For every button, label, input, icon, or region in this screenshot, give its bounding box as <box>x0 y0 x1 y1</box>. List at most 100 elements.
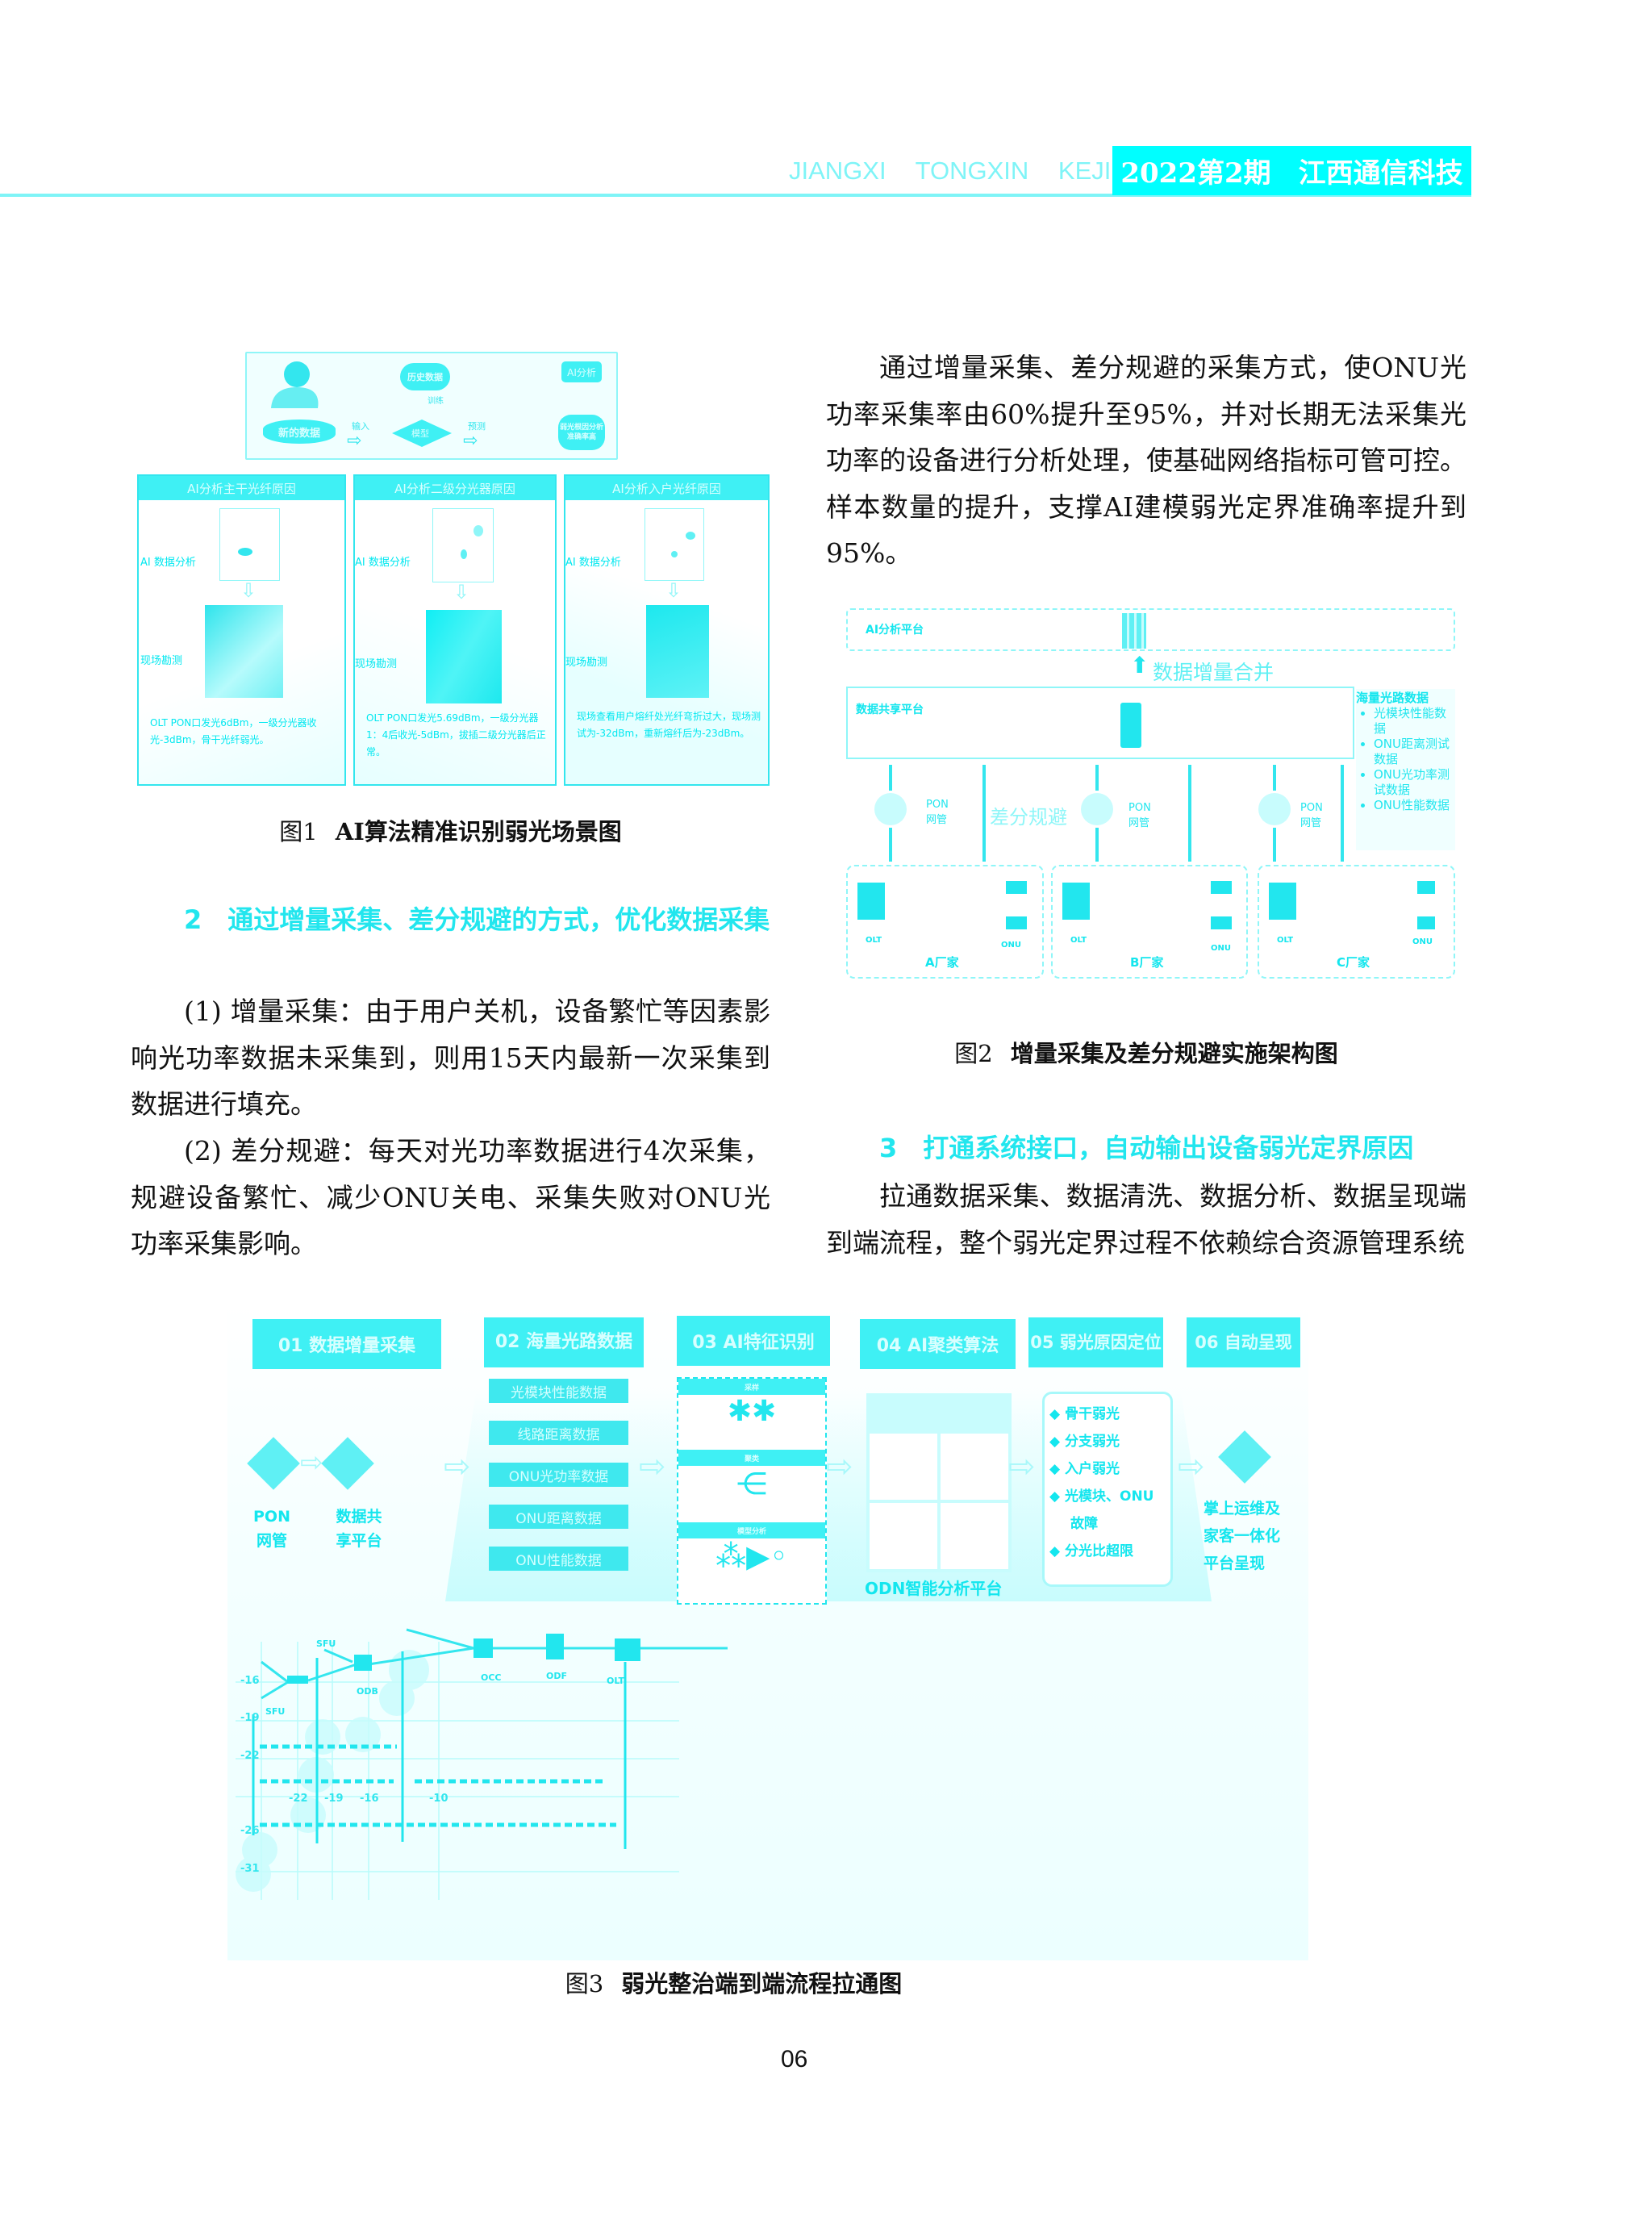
vendor-box: OLT ONU A厂家 <box>846 865 1044 979</box>
tree-icon: ⋲ <box>736 1466 767 1501</box>
down-arrow-icon: ⇩ <box>240 579 257 602</box>
vendor-label: C厂家 <box>1337 955 1370 970</box>
cause-item: ◆ 分光比超限 <box>1049 1543 1133 1559</box>
analysis-label: AI 数据分析 <box>355 557 411 569</box>
olt-icon <box>1062 883 1090 920</box>
output-label: 掌上运维及家客一体化平台呈现 <box>1204 1500 1281 1572</box>
pon-nm-label: PON网管 <box>1128 802 1151 829</box>
panel-note: OLT PON口发光5.69dBm，一级分光器1：4后收光-5dBm，拔插二级分… <box>366 712 546 758</box>
list-item: ONU光功率测试数据 <box>1374 767 1455 798</box>
step-header: 01 数据增量采集 <box>252 1319 441 1369</box>
y-tick: -31 <box>240 1863 260 1875</box>
data-item: ONU距离数据 <box>489 1505 628 1529</box>
cause-text: 分支弱光 <box>1065 1434 1120 1450</box>
section-2-heading: 2 通过增量采集、差分规避的方式，优化数据采集 <box>184 904 770 935</box>
net-label: ODB <box>357 1686 378 1697</box>
cluster-icon: ✱✱ <box>727 1395 777 1428</box>
up-arrow-icon: ⬆ <box>1130 652 1149 678</box>
y-tick: -26 <box>240 1825 260 1837</box>
analysis-label: AI 数据分析 <box>565 557 621 569</box>
panel-note: OLT PON口发光6dBm，一级分光器收光-3dBm，骨干光纤弱光。 <box>150 717 317 745</box>
olt-label: OLT <box>1277 936 1294 945</box>
merge-label: 数据增量合并 <box>1153 661 1274 684</box>
diff-label: 差分规避 <box>990 806 1067 829</box>
analysis-panel: AI分析主干光纤原因 AI 数据分析 ⇩ 现场勘测 OLT PON口发光6dBm… <box>137 474 346 786</box>
paragraph: (1) 增量采集：由于用户关机，设备繁忙等因素影响光功率数据未采集到，则用15天… <box>131 996 770 1120</box>
onu-label: ONU <box>1412 937 1433 946</box>
panel-note: 现场查看用户熔纤处光纤弯折过大，现场测试为-32dBm，重新熔纤后为-23dBm… <box>577 711 761 739</box>
source-label: PON网管 <box>253 1508 290 1550</box>
arrow-icon: ⇨ <box>347 431 362 451</box>
model-label: 模型 <box>411 428 429 439</box>
step-header: 04 AI聚类算法 <box>860 1319 1016 1369</box>
ai-platform-label: AI分析平台 <box>866 624 924 637</box>
cause-item: ◆ 光模块、ONU故障 <box>1049 1488 1154 1532</box>
olt-icon <box>1269 883 1296 920</box>
new-data-cylinder: 新的数据 <box>263 420 336 444</box>
site-photo <box>205 605 283 698</box>
list-item: ONU距离测试数据 <box>1374 737 1455 767</box>
figure-2-caption: 图2 增量采集及差分规避实施架构图 <box>826 1035 1466 1069</box>
scatter-plot <box>432 508 494 582</box>
caption-number: 图2 <box>954 1040 993 1067</box>
arrow-icon: ⇨ <box>300 1446 323 1479</box>
issue-label: 2022第2期 <box>1120 157 1271 190</box>
analysis-panel: AI分析入户光纤原因 AI 数据分析 ⇩ 现场勘测 现场查看用户熔纤处光纤弯折过… <box>564 474 770 786</box>
cause-text: 骨干弱光 <box>1065 1406 1120 1422</box>
odf-icon <box>546 1634 564 1659</box>
pon-nm-icon <box>247 1437 300 1490</box>
onu-icon <box>1417 881 1435 894</box>
header-rule <box>0 194 1471 197</box>
figure-1: 新的数据 输入 ⇨ 历史数据 训练 模型 预测 ⇨ 弱光根因分析准确率高 AI分… <box>137 352 770 787</box>
x-tick: -19 <box>324 1793 344 1805</box>
vendor-box: OLT ONU B厂家 <box>1051 865 1248 979</box>
analysis-panel: AI分析二级分光器原因 AI 数据分析 ⇩ 现场勘测 OLT PON口发光5.6… <box>353 474 557 786</box>
platform-label: ODN智能分析平台 <box>865 1579 1003 1598</box>
caption-text: 增量采集及差分规避实施架构图 <box>1010 1040 1338 1067</box>
site-photo <box>426 610 502 703</box>
person-icon <box>271 361 319 408</box>
server-cluster-icon <box>1122 613 1146 649</box>
cause-list: ◆ 骨干弱光 ◆ 分支弱光 ◆ 入户弱光 ◆ 光模块、ONU故障 ◆ 分光比超限 <box>1042 1392 1173 1587</box>
cause-text: 入户弱光 <box>1065 1461 1120 1477</box>
data-item: ONU性能数据 <box>489 1547 628 1571</box>
share-platform-box: 数据共享平台 <box>846 687 1354 759</box>
source-label: 数据共享平台 <box>336 1508 382 1550</box>
feature-panel: 采样 ✱✱ 聚类 ⋲ 模型分析 ⁂▶◦ <box>677 1377 827 1605</box>
onu-icon <box>1006 881 1027 894</box>
odn-dashboard <box>866 1393 1012 1572</box>
x-tick: -10 <box>429 1793 448 1805</box>
cause-item: ◆ 骨干弱光 <box>1049 1406 1120 1422</box>
olt-label: OLT <box>1070 936 1087 945</box>
cause-text: 光模块、ONU故障 <box>1065 1488 1154 1532</box>
optical-data-title: 海量光路数据 <box>1356 691 1429 705</box>
analysis-label: AI 数据分析 <box>140 557 196 569</box>
odb-icon <box>354 1655 372 1671</box>
terminal-icon <box>1218 1430 1271 1484</box>
arrow-icon: ⇨ <box>463 431 478 451</box>
train-label: 训练 <box>428 397 444 406</box>
pon-nm-label: PON网管 <box>1300 802 1323 829</box>
journal-name-en: JIANGXI TONGXIN KEJI <box>789 157 1112 185</box>
step-header: 06 自动呈现 <box>1187 1317 1300 1367</box>
data-item: 线路距离数据 <box>489 1421 628 1445</box>
feature-tag: 采样 <box>678 1379 825 1395</box>
panel-title: AI分析入户光纤原因 <box>565 476 768 500</box>
history-data-cylinder: 历史数据 <box>400 363 450 390</box>
site-photo <box>646 605 709 698</box>
optical-data-list: 海量光路数据 光模块性能数据 ONU距离测试数据 ONU光功率测试数据 ONU性… <box>1356 689 1455 850</box>
ai-badge: AI分析 <box>561 361 602 382</box>
feature-tag: 聚类 <box>678 1450 825 1466</box>
play-icon: ⁂▶◦ <box>715 1538 788 1574</box>
down-arrow-icon: ⇩ <box>453 581 470 603</box>
data-item: 光模块性能数据 <box>489 1379 628 1403</box>
feature-tag: 模型分析 <box>678 1522 825 1538</box>
step-header: 02 海量光路数据 <box>484 1317 644 1367</box>
ai-platform-box: AI分析平台 <box>846 608 1455 651</box>
scatter-plot <box>219 508 280 581</box>
share-platform-label: 数据共享平台 <box>856 703 924 716</box>
paragraph: 拉通数据采集、数据清洗、数据分析、数据呈现端到端流程，整个弱光定界过程不依赖综合… <box>826 1180 1466 1259</box>
arrow-icon: ⇨ <box>444 1448 471 1485</box>
step-header: 03 AI特征识别 <box>677 1316 830 1366</box>
